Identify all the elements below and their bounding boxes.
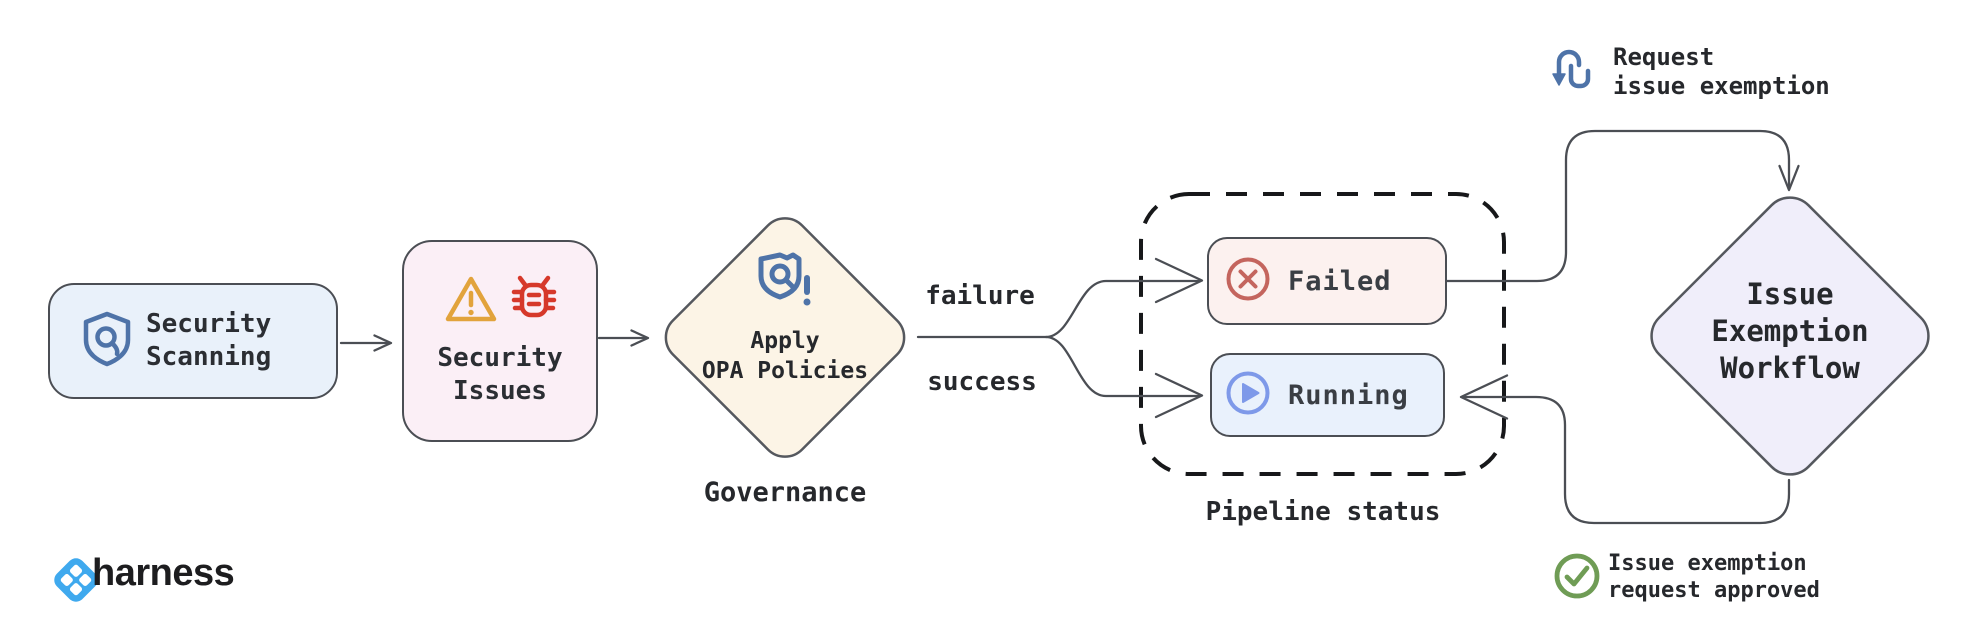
node-label-opa: Apply OPA Policies	[701, 328, 869, 384]
bug-icon	[511, 274, 557, 328]
node-security-scanning: Security Scanning	[48, 283, 338, 399]
node-failed: Failed	[1207, 237, 1447, 325]
opa-diamond	[664, 217, 906, 458]
edge-success-branch	[1044, 335, 1202, 398]
edge-failure-branch	[1044, 279, 1202, 339]
arrowhead	[1459, 374, 1509, 420]
node-label: Security Scanning	[146, 309, 272, 372]
node-label: Failed	[1288, 265, 1392, 297]
node-running: Running	[1210, 353, 1445, 437]
check-circle-icon	[1553, 552, 1601, 604]
arrowhead	[1778, 164, 1800, 192]
arrowhead	[630, 329, 650, 347]
node-label: Security Issues	[437, 343, 563, 406]
play-circle-icon	[1225, 370, 1271, 420]
edge-failed-to-exemption	[1445, 129, 1791, 283]
approved-note: Issue exemption request approved	[1608, 551, 1820, 603]
node-security-issues: Security Issues	[402, 240, 598, 442]
warning-icon	[444, 275, 498, 327]
pipeline-status-caption: Pipeline status	[1205, 497, 1441, 527]
request-exemption-note: Request issue exemption	[1613, 43, 1830, 100]
exemption-diamond	[1650, 196, 1930, 476]
arrowhead	[1154, 257, 1204, 304]
edge-label-failure: failure	[925, 281, 1035, 311]
arrowhead	[373, 334, 393, 352]
edge-label-success: success	[927, 367, 1037, 397]
harness-logo-text: harness	[92, 552, 235, 594]
node-label: Running	[1288, 379, 1409, 411]
x-circle-icon	[1225, 256, 1271, 306]
node-label-exemption: Issue Exemption Workflow	[1711, 277, 1869, 385]
policy-shield-icon	[757, 250, 817, 316]
tap-icon	[1550, 49, 1592, 103]
arrowhead	[1154, 372, 1204, 419]
edge-exemption-to-running	[1462, 395, 1791, 525]
shield-search-icon	[82, 311, 132, 371]
harness-logo-icon	[50, 554, 102, 610]
governance-caption: Governance	[703, 477, 867, 508]
